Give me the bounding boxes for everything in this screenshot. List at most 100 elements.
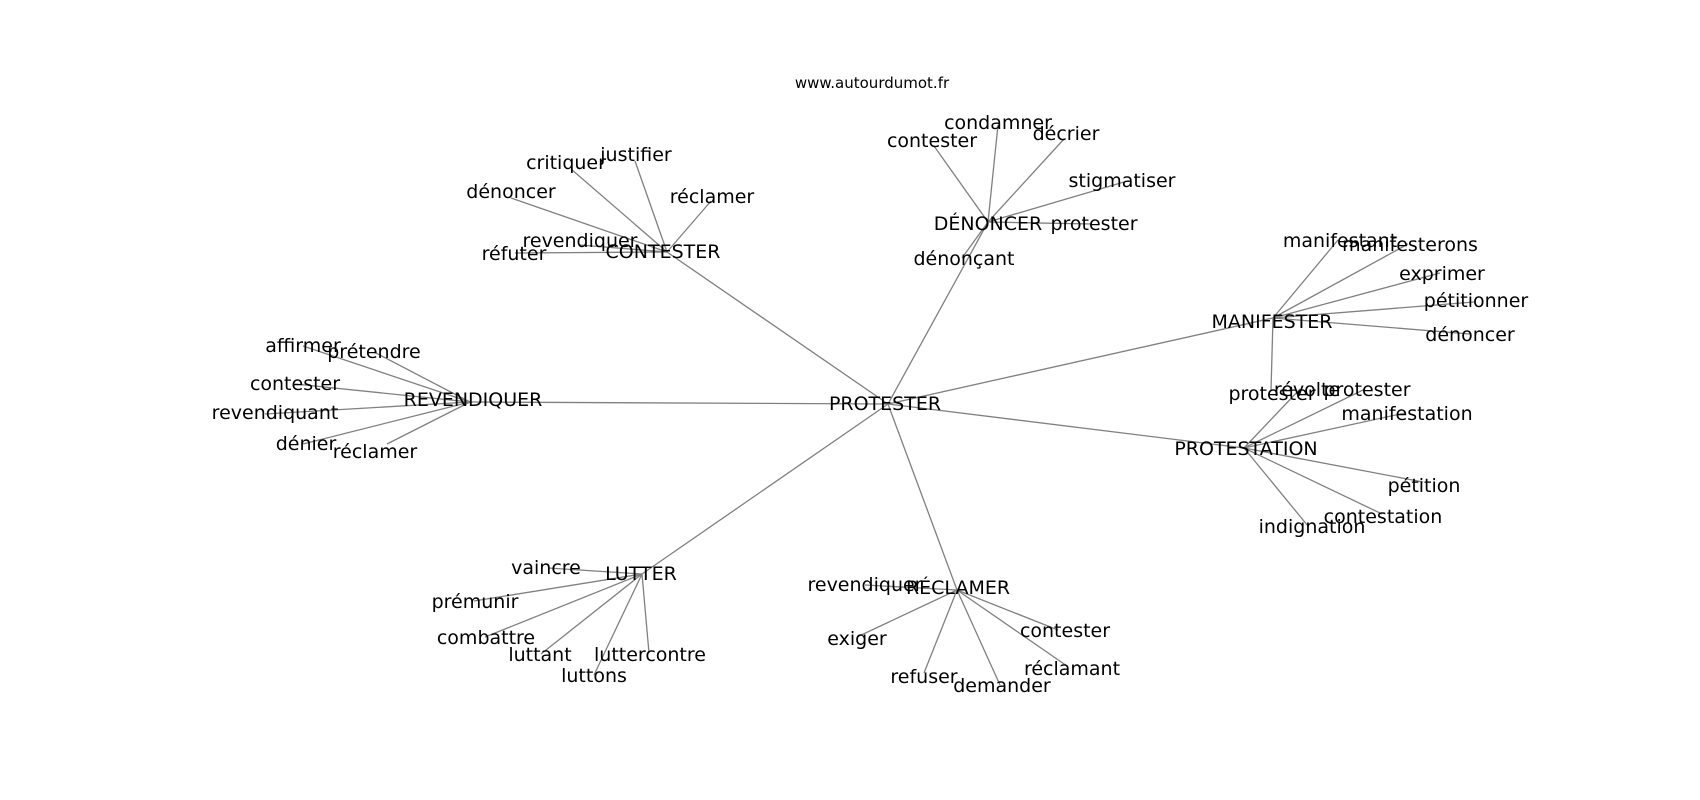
leaf-node-contester: dénoncer <box>466 181 556 203</box>
edge-denoncer-leaf <box>987 124 999 223</box>
leaf-node-lutter: prémunir <box>432 591 519 613</box>
leaf-node-denoncer: dénonçant <box>913 248 1014 270</box>
leaf-node-manifester: dénoncer <box>1425 324 1515 346</box>
leaf-node-protestation: pétition <box>1388 475 1461 497</box>
leaf-node-protestation: protester <box>1323 379 1410 401</box>
edge-manifester-leaf <box>1270 317 1274 392</box>
edge-contester-leaf <box>579 244 668 253</box>
edge-contester-leaf <box>510 197 668 253</box>
hub-node-reclamer: RÉCLAMER <box>906 576 1010 599</box>
edge-contester-leaf <box>666 200 712 253</box>
edge-revendiquer-leaf <box>294 383 471 403</box>
edge-manifester-leaf <box>1272 272 1441 319</box>
hub-node-lutter: LUTTER <box>605 563 677 585</box>
edge-root-revendiquer <box>469 401 889 405</box>
site-url-label: www.autourdumot.fr <box>795 74 950 92</box>
edge-revendiquer-leaf <box>386 401 471 445</box>
edge-reclamer-leaf <box>923 589 958 674</box>
edge-lutter-leaf <box>593 573 643 676</box>
edge-revendiquer-leaf <box>302 345 471 403</box>
edge-root-reclamer <box>887 403 958 591</box>
root-node-label: PROTESTER <box>829 393 941 415</box>
leaf-node-denoncer: contester <box>887 130 977 152</box>
edge-lutter-leaf <box>473 573 643 602</box>
leaf-node-protestation: manifestation <box>1341 403 1472 425</box>
leaf-node-protestation: indignation <box>1259 516 1366 538</box>
leaf-node-lutter: luttons <box>561 665 627 687</box>
edge-root-contester <box>666 251 889 405</box>
leaf-node-denoncer: condamner <box>944 112 1052 134</box>
leaf-node-manifester: manifesterons <box>1342 234 1478 256</box>
edge-manifester-leaf <box>1272 243 1409 319</box>
leaf-node-revendiquer: dénier <box>276 433 337 455</box>
edge-lutter-leaf <box>484 573 643 638</box>
edge-protestation-leaf <box>1243 447 1309 527</box>
leaf-node-denoncer: stigmatiser <box>1069 170 1176 192</box>
edge-contester-leaf <box>634 160 668 253</box>
leaf-node-contester: réfuter <box>482 243 547 265</box>
leaf-node-lutter: combattre <box>437 627 535 649</box>
leaf-node-lutter: luttant <box>508 644 571 666</box>
leaf-node-reclamer: exiger <box>827 628 887 650</box>
hub-node-contester: CONTESTER <box>606 241 721 263</box>
hub-node-manifester: MANIFESTER <box>1211 311 1332 333</box>
edge-manifester-leaf <box>1272 317 1471 335</box>
hub-node-revendiquer: REVENDIQUER <box>404 389 543 411</box>
leaf-node-manifester: exprimer <box>1399 263 1485 285</box>
leaf-node-reclamer: réclamant <box>1024 658 1120 680</box>
leaf-node-protestation: révolte <box>1274 379 1340 401</box>
edge-protestation-leaf <box>1243 412 1406 449</box>
edge-denoncer-leaf <box>987 221 1093 225</box>
edge-manifester-leaf <box>1272 301 1475 319</box>
leaf-node-reclamer: contester <box>1020 620 1110 642</box>
leaf-node-reclamer: demander <box>953 675 1051 697</box>
edge-reclamer-leaf <box>856 589 958 638</box>
edge-protestation-leaf <box>1243 388 1366 449</box>
leaf-node-revendiquer: affirmer <box>265 335 341 357</box>
leaf-node-denoncer: décrier <box>1033 123 1100 145</box>
labels-layer: www.autourdumot.fr PROTESTER CONTESTER ré… <box>212 74 1529 697</box>
edge-contester-leaf <box>570 168 668 253</box>
edge-denoncer-leaf <box>961 221 989 259</box>
hub-node-denoncer: DÉNONCER <box>934 212 1043 235</box>
edge-revendiquer-leaf <box>302 401 471 445</box>
edge-reclamer-leaf <box>956 589 1001 686</box>
edge-root-manifester <box>887 317 1274 405</box>
leaf-node-reclamer: refuser <box>890 666 957 688</box>
leaf-node-manifester: pétitionner <box>1424 290 1529 312</box>
edge-denoncer-leaf <box>933 145 989 223</box>
leaf-node-contester: réclamer <box>670 186 755 208</box>
edge-contester-leaf <box>514 251 668 254</box>
edge-protestation-leaf <box>1243 447 1383 515</box>
leaf-node-contester: critiquer <box>526 152 606 174</box>
leaf-node-contester: justifier <box>599 144 672 166</box>
edge-protestation-leaf <box>1243 388 1301 449</box>
leaf-node-lutter: luttercontre <box>594 644 706 666</box>
leaf-node-lutter: vaincre <box>511 557 581 579</box>
edge-root-denoncer <box>887 221 989 405</box>
leaf-node-revendiquer: revendiquant <box>212 402 339 424</box>
leaf-node-protestation: contestation <box>1324 506 1443 528</box>
edge-revendiquer-leaf <box>373 351 471 403</box>
hub-node-protestation: PROTESTATION <box>1174 438 1317 460</box>
edge-root-lutter <box>641 403 889 575</box>
leaf-node-revendiquer: contester <box>250 373 340 395</box>
edge-reclamer-leaf <box>956 589 1068 667</box>
leaf-node-revendiquer: prétendre <box>327 341 420 363</box>
leaf-node-reclamer: revendiquer <box>807 574 922 596</box>
edge-reclamer-leaf <box>864 584 958 591</box>
edge-manifester-leaf <box>1272 239 1339 319</box>
edge-protestation-leaf <box>1243 447 1424 483</box>
edge-lutter-leaf <box>540 573 643 655</box>
edge-reclamer-leaf <box>956 589 1059 631</box>
edges-layer <box>264 124 1475 686</box>
leaf-node-revendiquer: réclamer <box>333 441 418 463</box>
edge-lutter-leaf <box>641 573 650 654</box>
edge-denoncer-leaf <box>987 181 1125 223</box>
leaf-node-manifester: protester <box>1228 383 1315 405</box>
leaf-node-denoncer: protester <box>1050 213 1137 235</box>
edge-denoncer-leaf <box>987 138 1065 223</box>
leaf-node-contester: revendiquer <box>522 230 637 252</box>
edge-root-protestation <box>887 403 1245 449</box>
